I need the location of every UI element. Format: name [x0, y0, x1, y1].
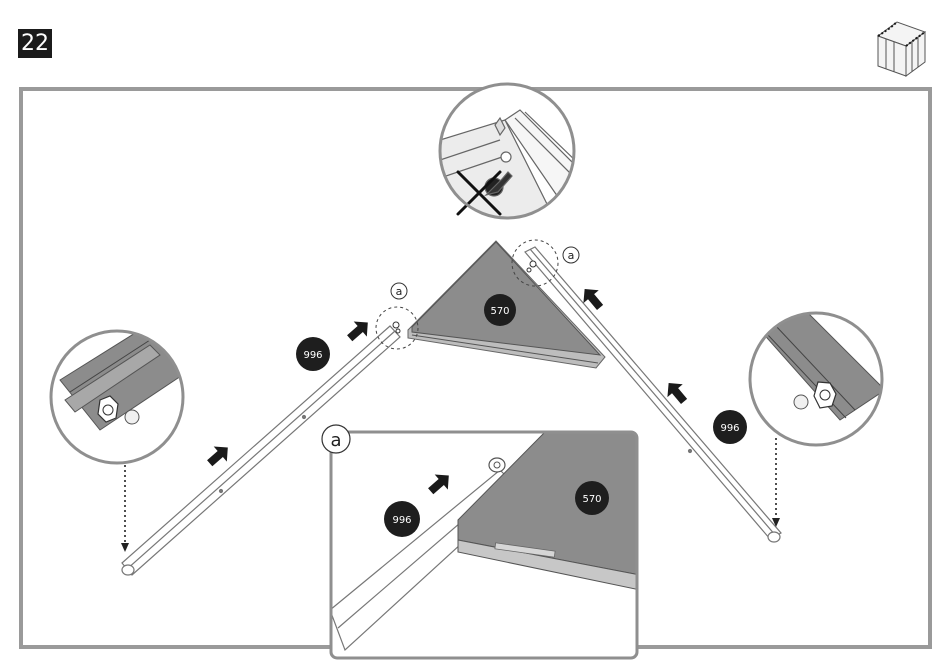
arrow-icon [203, 440, 234, 471]
detail-letter-badge: a [322, 425, 350, 453]
zoom-circle-right [750, 305, 885, 445]
svg-text:996: 996 [392, 515, 411, 526]
svg-text:570: 570 [490, 306, 509, 317]
detail-badge-570: 570 [575, 481, 609, 515]
greenhouse-thumbnail-icon [878, 22, 925, 76]
callout-letter-left: a [391, 283, 407, 299]
arrow-icon [343, 315, 374, 346]
part-badge-570: 570 [484, 294, 516, 326]
detail-badge-996: 996 [384, 501, 420, 537]
svg-text:a: a [396, 285, 403, 298]
svg-text:996: 996 [303, 350, 322, 361]
callout-letter-right: a [563, 247, 579, 263]
part-badge-996-right: 996 [713, 410, 747, 444]
leader-arrow-right [772, 438, 780, 527]
svg-text:a: a [568, 249, 575, 262]
zoom-circle-left [51, 330, 190, 463]
zoom-circle-top [430, 84, 580, 230]
detail-inset-a: a 996 570 [322, 425, 640, 658]
part-badge-996-left: 996 [296, 337, 330, 371]
leader-arrow-left [121, 465, 129, 552]
svg-text:996: 996 [720, 423, 739, 434]
bolt-right [527, 261, 536, 272]
svg-text:570: 570 [582, 494, 601, 505]
svg-text:a: a [330, 430, 341, 451]
